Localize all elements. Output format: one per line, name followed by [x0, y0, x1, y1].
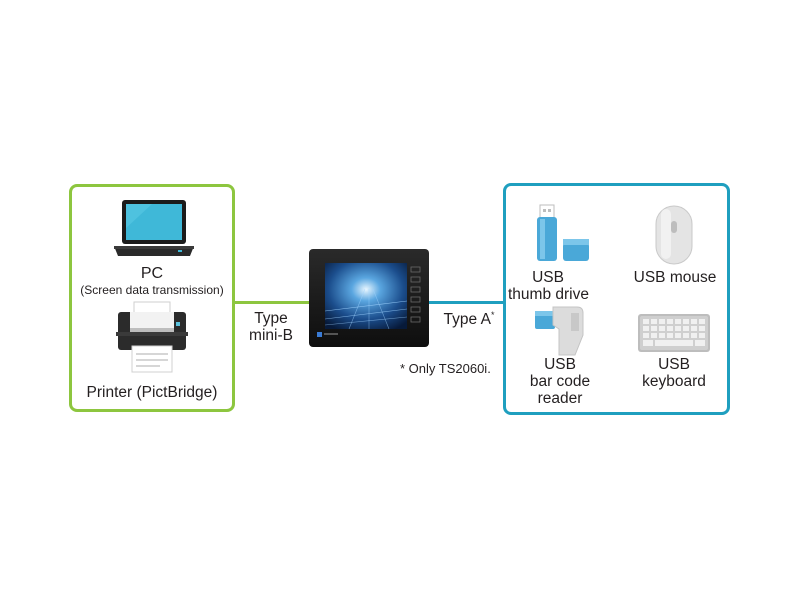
footnote: * Only TS2060i.	[400, 361, 491, 376]
keyboard-icon	[638, 314, 710, 352]
mini-b-type-label: Type	[254, 310, 288, 327]
usb-thumb-drive-icon	[531, 204, 591, 263]
touchscreen-hmi-icon	[309, 249, 429, 347]
type-a-asterisk: *	[490, 310, 495, 320]
type-a-connection-line	[428, 301, 504, 304]
thumb-drive-label-2: thumb drive	[508, 286, 589, 303]
thumb-drive-label-1: USB	[532, 269, 564, 286]
printer-icon	[112, 301, 192, 374]
type-a-text: Type A	[443, 311, 491, 329]
keyboard-label-1: USB	[658, 356, 690, 373]
printer-label: Printer (PictBridge)	[86, 384, 218, 401]
mouse-label: USB mouse	[633, 269, 717, 286]
pc-subtitle: (Screen data transmission)	[80, 283, 224, 297]
barcode-label-1: USB	[544, 356, 576, 373]
type-a-label: Type A*	[438, 311, 500, 328]
keyboard-label-2: keyboard	[642, 373, 706, 390]
laptop-icon	[112, 198, 196, 262]
mini-b-connection-line	[235, 301, 310, 304]
barcode-label-2: bar code	[529, 373, 591, 390]
pc-label: PC	[140, 265, 164, 282]
mini-b-name-label: mini-B	[249, 327, 293, 344]
mouse-icon	[655, 205, 693, 265]
barcode-label-3: reader	[537, 390, 583, 407]
barcode-reader-icon	[535, 305, 585, 357]
